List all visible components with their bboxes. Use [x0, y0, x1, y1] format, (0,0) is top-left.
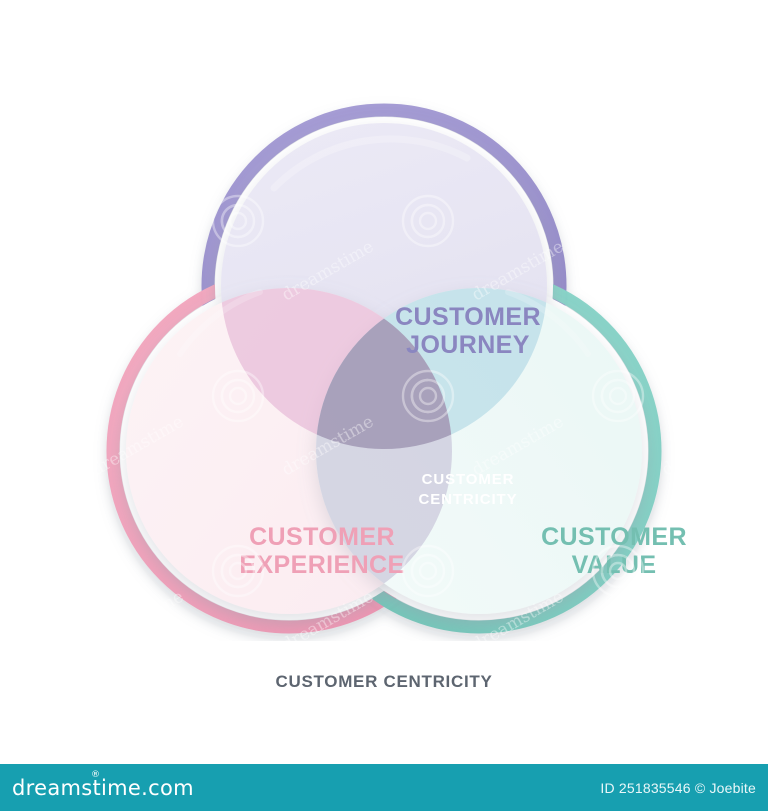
venn-diagram: CUSTOMER JOURNEY CUSTOMER EXPERIENCE CUS… [84, 96, 687, 641]
label-customer-journey: CUSTOMER JOURNEY [298, 303, 638, 359]
dreamstime-logo[interactable]: dreamstime.com ® [12, 770, 194, 800]
diagram-caption: CUSTOMER CENTRICITY [275, 672, 493, 691]
label-journey-line1: CUSTOMER [395, 303, 541, 331]
label-centricity-line2: CENTRICITY [418, 490, 518, 508]
label-customer-value: CUSTOMER VALUE [454, 523, 768, 579]
label-value-line1: CUSTOMER [541, 523, 687, 551]
diagram-canvas: CUSTOMER JOURNEY CUSTOMER EXPERIENCE CUS… [0, 0, 768, 760]
label-journey-line2: JOURNEY [406, 331, 530, 359]
label-experience-line1: CUSTOMER [249, 523, 395, 551]
label-customer-centricity-center: CUSTOMER CENTRICITY [358, 470, 578, 509]
footer-logo-text: dreamstime.com [12, 775, 194, 800]
label-experience-line2: EXPERIENCE [239, 551, 405, 579]
label-centricity-line1: CUSTOMER [421, 471, 515, 488]
image-credit: ID 251835546 © Joebite [600, 779, 756, 796]
label-customer-experience: CUSTOMER EXPERIENCE [162, 523, 482, 579]
label-value-line2: VALUE [571, 551, 657, 579]
footer-bar: dreamstime.com ® ID 251835546 © Joebite [0, 764, 768, 811]
footer-divider [0, 760, 768, 764]
registered-trademark-icon: ® [91, 769, 101, 780]
